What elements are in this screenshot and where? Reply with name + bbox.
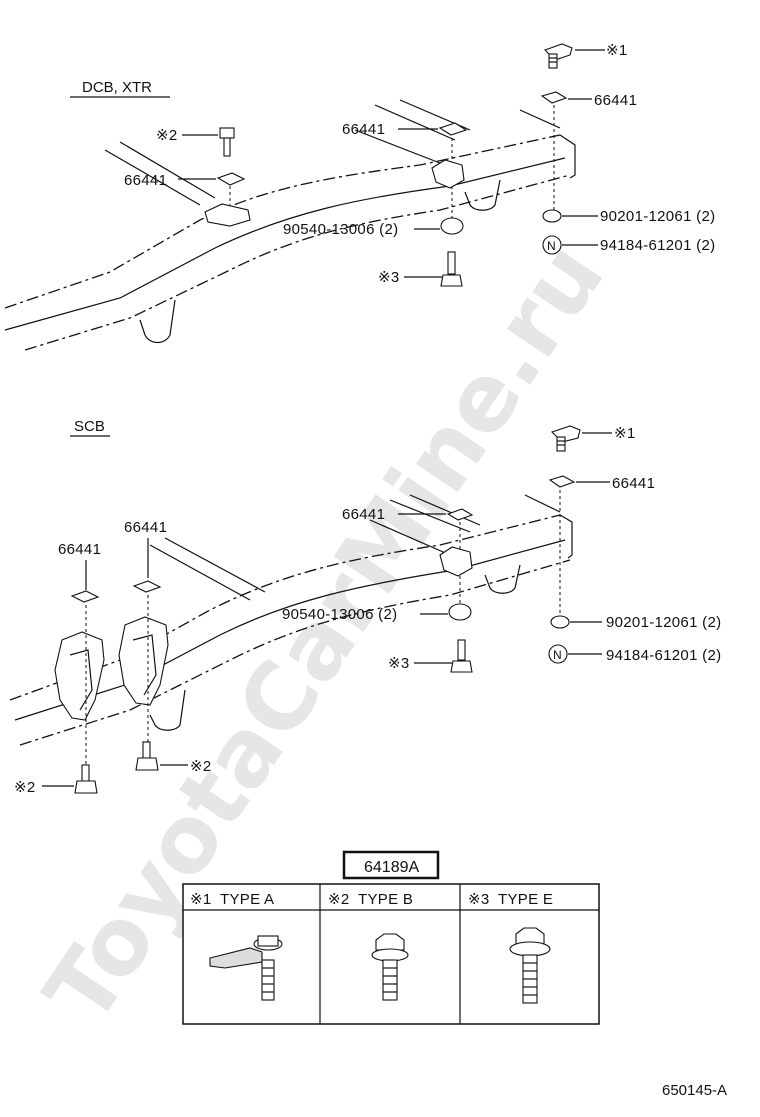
scb-spacer-90540	[448, 603, 472, 621]
dcb-n-marker: N	[547, 239, 556, 253]
scb-label-66441-b: 66441	[342, 506, 385, 523]
dcb-label-star3: ※3	[378, 269, 400, 286]
scb-n-marker: N	[553, 648, 562, 662]
legend-type-b-label: TYPE B	[358, 891, 413, 908]
legend-type-e-mark: ※3	[468, 891, 490, 908]
dcb-label-90540: 90540-13006 (2)	[283, 221, 398, 238]
legend-type-b-fastener	[371, 933, 409, 1001]
scb-mount-center	[439, 546, 473, 577]
legend-type-a-fastener	[209, 935, 283, 1001]
scb-bracket-66441-right	[548, 475, 576, 488]
scb-hanger-bracket-right	[118, 616, 169, 706]
figure-number: 650145-A	[662, 1082, 727, 1099]
legend-type-e-fastener	[509, 927, 551, 1004]
dcb-mount-left	[204, 203, 251, 227]
dcb-bracket-66441-left	[216, 172, 246, 186]
dcb-label-66441-b: 66441	[342, 121, 385, 138]
scb-washer-90201	[550, 615, 570, 629]
scb-label-66441-d: 66441	[124, 519, 167, 536]
scb-bolt-type-a	[550, 425, 581, 452]
legend-type-a-mark: ※1	[190, 891, 212, 908]
scb-label-star2-b: ※2	[14, 779, 36, 796]
scb-label-90201: 90201-12061 (2)	[606, 614, 721, 631]
scb-section-title: SCB	[74, 418, 105, 435]
dcb-section-title: DCB, XTR	[82, 79, 152, 96]
scb-bracket-66441-far-left	[70, 590, 100, 603]
scb-bolt-type-b-b	[74, 764, 98, 794]
dcb-nut-94184	[542, 235, 562, 255]
dcb-label-star2: ※2	[156, 127, 178, 144]
scb-label-90540: 90540-13006 (2)	[282, 606, 397, 623]
dcb-label-66441-a: 66441	[594, 92, 637, 109]
scb-label-star2-a: ※2	[190, 758, 212, 775]
dcb-bolt-type-e	[440, 251, 463, 287]
dcb-label-66441-c: 66441	[124, 172, 167, 189]
dcb-bolt-type-a	[543, 43, 573, 69]
scb-label-star1: ※1	[614, 425, 636, 442]
dcb-frame-rail	[4, 99, 576, 351]
scb-section: SCB ※1 66441	[9, 418, 721, 796]
legend-code: 64189A	[364, 859, 419, 876]
scb-bracket-66441-left	[132, 580, 162, 593]
scb-nut-94184	[548, 644, 568, 664]
dcb-spacer-90540	[440, 217, 464, 235]
scb-label-star3: ※3	[388, 655, 410, 672]
dcb-section: DCB, XTR ※1 664	[4, 42, 715, 351]
legend-code-box	[342, 850, 440, 880]
scb-label-66441-c: 66441	[58, 541, 101, 558]
dcb-washer-90201	[542, 209, 562, 223]
dcb-label-star1: ※1	[606, 42, 628, 59]
dcb-label-90201: 90201-12061 (2)	[600, 208, 715, 225]
legend-type-a-label: TYPE A	[220, 891, 274, 908]
scb-hanger-bracket-left	[54, 631, 105, 721]
scb-label-66441-a: 66441	[612, 475, 655, 492]
legend-type-e-label: TYPE E	[498, 891, 553, 908]
legend: 64189A ※1 TYPE A ※2 TYPE B ※3 TYPE E	[182, 850, 600, 1025]
dcb-bracket-66441	[540, 91, 568, 104]
dcb-bracket-66441-center	[438, 122, 468, 136]
dcb-bolt-type-b	[219, 127, 235, 157]
dcb-mount-center	[431, 159, 465, 189]
scb-label-94184: 94184-61201 (2)	[606, 647, 721, 664]
scb-frame-rail	[9, 494, 573, 746]
dcb-label-94184: 94184-61201 (2)	[600, 237, 715, 254]
scb-bolt-type-b-a	[135, 741, 159, 771]
scb-bracket-66441-center	[446, 508, 474, 521]
legend-type-b-mark: ※2	[328, 891, 350, 908]
scb-bolt-type-e	[450, 639, 473, 673]
